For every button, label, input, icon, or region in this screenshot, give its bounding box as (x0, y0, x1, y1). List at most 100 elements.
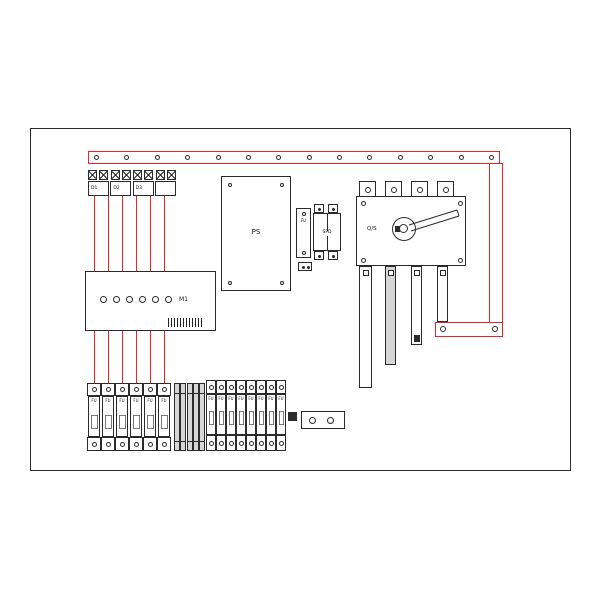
terminal-hole-icon (209, 385, 214, 390)
terminal-hole-icon (92, 442, 97, 447)
terminal-hole-icon (249, 385, 254, 390)
terminal-hole-icon (269, 441, 274, 446)
fuse-body: FU (144, 396, 156, 437)
fuse-window-icon (249, 411, 254, 425)
terminal-strip (192, 383, 199, 451)
fuse-bottom-terminal (266, 435, 276, 451)
fuse-unit: FU (157, 383, 171, 451)
terminal-dot-icon (318, 208, 321, 211)
terminal-hole-icon (162, 442, 167, 447)
fuse-top-terminal (256, 380, 266, 394)
d-terminal-unit (154, 181, 176, 196)
terminal-hole-icon (134, 387, 139, 392)
end-marker-icon (288, 412, 297, 421)
mounting-hole-icon (228, 183, 232, 187)
fuse-top-terminal (143, 383, 157, 396)
switch-terminal-pad (385, 181, 402, 198)
top-busbar (88, 151, 500, 164)
fuse-top-terminal (101, 383, 115, 396)
fuse-cross-icon (166, 169, 176, 180)
fuse-label: FU (248, 396, 254, 401)
terminal-hole-icon (279, 441, 284, 446)
fuse-body: FU (216, 394, 226, 435)
fuse-unit: FU (226, 380, 236, 451)
d-terminal-unit: D3 (132, 181, 154, 196)
busbar-hole-icon (215, 155, 221, 160)
fuse-cross-icon (110, 169, 120, 180)
switch-handle-notch-icon (395, 226, 400, 232)
fuse-unit: FU (216, 380, 226, 451)
fuse-window-icon (259, 411, 264, 425)
busbar-hole-icon (154, 155, 160, 160)
fuse-cross-icon (155, 169, 165, 180)
fuse-cross-icon (99, 169, 109, 180)
fuse-body: FU (256, 394, 266, 435)
terminal-hole-icon (120, 387, 125, 392)
fuse-body: FU (266, 394, 276, 435)
fuse-body: FU (158, 396, 170, 437)
mounting-hole-icon (280, 183, 284, 187)
terminal-hole-icon (302, 251, 306, 255)
link-bar (301, 411, 345, 429)
terminal-dot-icon (332, 255, 335, 258)
fuse-bottom-terminal (226, 435, 236, 451)
fuse-window-icon (229, 411, 234, 425)
fuse-unit: FU (87, 383, 101, 451)
terminal-hole-icon (365, 187, 371, 193)
terminal-hole-icon (302, 212, 306, 216)
fuse-unit: FU (115, 383, 129, 451)
terminal-strip (199, 383, 205, 451)
terminal-hole-icon (106, 387, 111, 392)
fuse-window-icon (105, 415, 112, 429)
fuse-bottom-terminal (101, 437, 115, 451)
terminal-hole-icon (120, 442, 125, 447)
fuse-top-terminal (226, 380, 236, 394)
fuse-bottom-terminal (143, 437, 157, 451)
terminal-dot-icon (318, 255, 321, 258)
fuse-bottom-terminal (206, 435, 216, 451)
fuse-top-terminal (115, 383, 129, 396)
busbar-drop-2 (385, 266, 396, 365)
power-supply-box: PS (221, 176, 291, 291)
fuse-unit: FU (143, 383, 157, 451)
fuse-top-terminal (206, 380, 216, 394)
busbar-hole-icon (397, 155, 403, 160)
terminal-hole-icon (249, 441, 254, 446)
busbar-hole-icon (440, 326, 446, 332)
power-supply-label: PS (251, 228, 261, 236)
fuse-top-terminal (236, 380, 246, 394)
terminal-hole-icon (259, 385, 264, 390)
busbar-hole-icon (337, 155, 342, 160)
right-busbar-horizontal (435, 322, 503, 337)
d-block-units: D1 D2 D3 (88, 181, 176, 196)
spd-module: SPD (313, 213, 341, 251)
busbar-hole-icon (94, 155, 99, 160)
fuse-label: FU (91, 398, 97, 403)
fuse-window-icon (133, 415, 140, 429)
fuse-body: FU (130, 396, 142, 437)
fuse-bottom-terminal (216, 435, 226, 451)
busbar-joint-icon (388, 270, 394, 276)
busbar-hole-icon (124, 155, 130, 160)
meter-terminal-hole-icon (100, 296, 107, 303)
mounting-hole-icon (361, 201, 366, 206)
fuse-body: FU (88, 396, 100, 437)
busbar-end-marker-icon (414, 335, 420, 342)
fuse-cross-icon (88, 169, 97, 180)
busbar-joint-icon (440, 270, 446, 276)
fuse-top-terminal (157, 383, 171, 396)
busbar-drop-3 (411, 266, 422, 345)
fuse-label: FU (161, 398, 167, 403)
meter-terminal-hole-icon (152, 296, 159, 303)
terminal-hole-icon (106, 442, 111, 447)
fuse-window-icon (209, 411, 214, 425)
fuse-unit: FU (129, 383, 143, 451)
spd-label: SPD (314, 230, 340, 236)
fuse-unit: FU (206, 380, 216, 451)
spd-top-terminal (314, 204, 324, 213)
fuse-label: FU (218, 396, 224, 401)
mounting-hole-icon (228, 281, 232, 285)
fuse-window-icon (239, 411, 244, 425)
meter-label: M1 (179, 296, 188, 303)
busbar-hole-icon (458, 155, 464, 160)
